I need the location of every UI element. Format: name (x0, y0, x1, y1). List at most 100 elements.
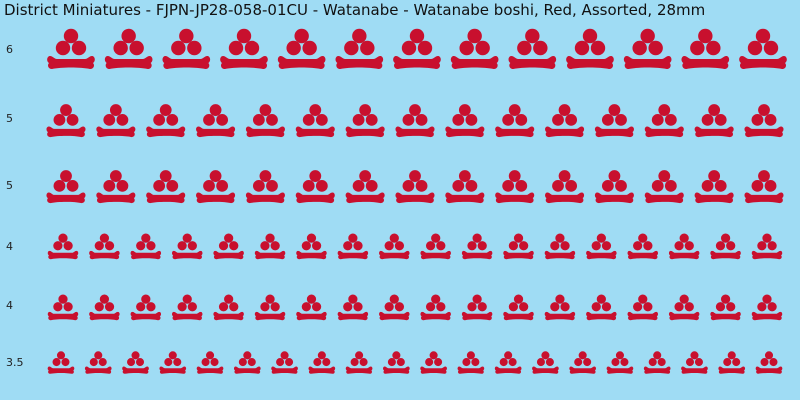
row-label-6: 3.5 (6, 356, 24, 369)
watanabe-boshi-mon-icon (89, 294, 120, 321)
watanabe-boshi-mon-icon (532, 351, 559, 374)
watanabe-boshi-mon-icon (644, 104, 684, 138)
watanabe-boshi-mon-icon (245, 170, 285, 204)
watanabe-boshi-mon-icon (213, 294, 244, 321)
watanabe-boshi-mon-icon (47, 233, 79, 260)
watanabe-boshi-mon-icon (335, 28, 384, 69)
watanabe-boshi-mon-icon (503, 294, 534, 321)
watanabe-boshi-mon-icon (395, 104, 435, 138)
watanabe-boshi-mon-icon (146, 170, 186, 204)
watanabe-boshi-mon-icon (46, 170, 86, 204)
watanabe-boshi-mon-icon (271, 351, 298, 374)
watanabe-boshi-mon-icon (751, 294, 783, 321)
watanabe-boshi-mon-icon (196, 351, 224, 374)
watanabe-boshi-mon-icon (751, 233, 783, 260)
watanabe-boshi-mon-icon (503, 233, 534, 260)
watanabe-boshi-mon-icon (545, 104, 585, 138)
watanabe-boshi-mon-icon (457, 351, 485, 374)
watanabe-boshi-mon-icon (171, 294, 203, 321)
watanabe-boshi-mon-icon (277, 28, 326, 69)
watanabe-boshi-mon-icon (494, 351, 522, 374)
watanabe-boshi-mon-icon (508, 28, 557, 69)
watanabe-boshi-mon-icon (668, 294, 700, 321)
watanabe-boshi-mon-icon (295, 170, 335, 204)
watanabe-boshi-mon-icon (393, 28, 441, 69)
watanabe-boshi-mon-icon (84, 351, 112, 374)
watanabe-boshi-mon-icon (96, 170, 136, 204)
watanabe-boshi-mon-icon (586, 233, 617, 260)
watanabe-boshi-mon-icon (755, 351, 783, 374)
row-label-3: 5 (6, 179, 13, 192)
row-label-1: 6 (6, 43, 13, 56)
watanabe-boshi-mon-icon (308, 351, 336, 374)
watanabe-boshi-mon-icon (681, 351, 708, 374)
watanabe-boshi-mon-icon (345, 104, 385, 138)
watanabe-boshi-mon-icon (710, 294, 741, 321)
watanabe-boshi-mon-icon (296, 294, 327, 321)
watanabe-boshi-mon-icon (606, 351, 634, 374)
watanabe-boshi-mon-icon (379, 233, 410, 260)
watanabe-boshi-mon-icon (744, 104, 784, 138)
watanabe-boshi-mon-icon (122, 351, 149, 374)
watanabe-boshi-mon-icon (47, 28, 95, 69)
watanabe-boshi-mon-icon (46, 104, 86, 138)
watanabe-boshi-mon-icon (395, 170, 435, 204)
watanabe-boshi-mon-icon (337, 233, 369, 260)
watanabe-boshi-mon-icon (718, 351, 746, 374)
watanabe-boshi-mon-icon (668, 233, 700, 260)
watanabe-boshi-mon-icon (623, 28, 672, 69)
watanabe-boshi-mon-icon (627, 233, 659, 260)
row-label-4: 4 (6, 240, 13, 253)
watanabe-boshi-mon-icon (420, 351, 447, 374)
watanabe-boshi-mon-icon (739, 28, 787, 69)
watanabe-boshi-mon-icon (450, 28, 499, 69)
watanabe-boshi-mon-icon (420, 233, 451, 260)
watanabe-boshi-mon-icon (569, 351, 597, 374)
watanabe-boshi-mon-icon (345, 351, 373, 374)
watanabe-boshi-mon-icon (643, 351, 671, 374)
watanabe-boshi-mon-icon (744, 170, 784, 204)
watanabe-boshi-mon-icon (694, 104, 734, 138)
watanabe-boshi-mon-icon (694, 170, 734, 204)
watanabe-boshi-mon-icon (594, 104, 634, 138)
watanabe-boshi-mon-icon (171, 233, 203, 260)
watanabe-boshi-mon-icon (566, 28, 614, 69)
watanabe-boshi-mon-icon (96, 104, 136, 138)
watanabe-boshi-mon-icon (245, 104, 285, 138)
watanabe-boshi-mon-icon (544, 294, 576, 321)
watanabe-boshi-mon-icon (383, 351, 410, 374)
watanabe-boshi-mon-icon (461, 294, 493, 321)
watanabe-boshi-mon-icon (445, 170, 485, 204)
watanabe-boshi-mon-icon (159, 351, 187, 374)
watanabe-boshi-mon-icon (495, 104, 535, 138)
watanabe-boshi-mon-icon (89, 233, 120, 260)
watanabe-boshi-mon-icon (146, 104, 186, 138)
watanabe-boshi-mon-icon (130, 233, 162, 260)
watanabe-boshi-mon-icon (681, 28, 730, 69)
watanabe-boshi-mon-icon (545, 170, 585, 204)
watanabe-boshi-mon-icon (254, 294, 286, 321)
watanabe-boshi-mon-icon (295, 104, 335, 138)
row-label-5: 4 (6, 299, 13, 312)
watanabe-boshi-mon-icon (104, 28, 153, 69)
watanabe-boshi-mon-icon (196, 104, 236, 138)
watanabe-boshi-mon-icon (644, 170, 684, 204)
watanabe-boshi-mon-icon (544, 233, 576, 260)
watanabe-boshi-mon-icon (345, 170, 385, 204)
watanabe-boshi-mon-icon (296, 233, 327, 260)
watanabe-boshi-mon-icon (233, 351, 261, 374)
watanabe-boshi-mon-icon (213, 233, 244, 260)
watanabe-boshi-mon-icon (254, 233, 286, 260)
watanabe-boshi-mon-icon (47, 294, 79, 321)
row-label-2: 5 (6, 112, 13, 125)
watanabe-boshi-mon-icon (162, 28, 211, 69)
watanabe-boshi-mon-icon (710, 233, 741, 260)
watanabe-boshi-mon-icon (461, 233, 493, 260)
watanabe-boshi-mon-icon (445, 104, 485, 138)
watanabe-boshi-mon-icon (196, 170, 236, 204)
watanabe-boshi-mon-icon (420, 294, 451, 321)
watanabe-boshi-mon-icon (495, 170, 535, 204)
sheet-title: District Miniatures - FJPN-JP28-058-01CU… (4, 1, 706, 19)
watanabe-boshi-mon-icon (627, 294, 659, 321)
